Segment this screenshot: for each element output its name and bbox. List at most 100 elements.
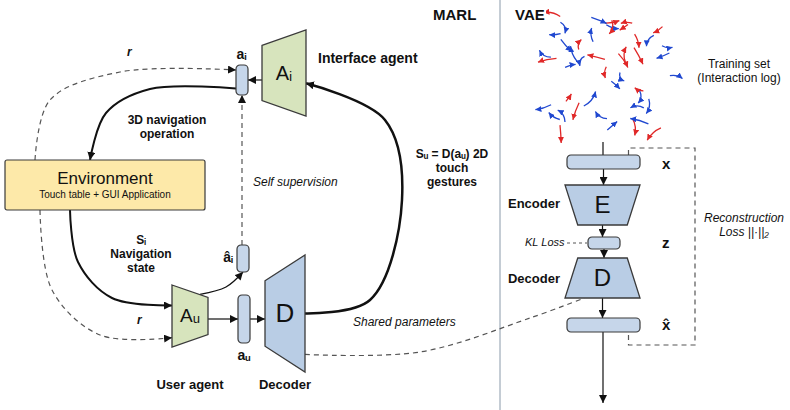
trace-stroke bbox=[549, 113, 560, 120]
node-content: D bbox=[265, 255, 305, 372]
node-symbol: Environment bbox=[57, 169, 152, 189]
action-vector: aᵤ bbox=[238, 295, 250, 343]
node-label: Touch table + GUI Application bbox=[39, 189, 170, 201]
node-symbol: aᵢ bbox=[237, 46, 247, 62]
trace-stroke bbox=[591, 28, 593, 42]
trace-stroke bbox=[657, 53, 670, 58]
arrow-connector bbox=[200, 272, 243, 294]
trace-stroke bbox=[573, 103, 579, 120]
agent-trapezoid: AᵢInterface agent bbox=[262, 30, 306, 116]
data-vector: x bbox=[567, 155, 640, 169]
node-label: Decoder bbox=[259, 378, 311, 393]
trace-stroke bbox=[538, 58, 557, 62]
edge-label: 3D navigation operation bbox=[120, 114, 214, 142]
trace-stroke bbox=[558, 110, 565, 122]
box-shape bbox=[567, 155, 640, 169]
section-title: MARL bbox=[432, 6, 477, 23]
node-symbol: Aᵢ bbox=[276, 62, 292, 85]
trace-stroke bbox=[605, 67, 607, 78]
node-symbol: x̂ bbox=[662, 316, 670, 333]
trace-stroke bbox=[630, 106, 643, 108]
trace-stroke bbox=[611, 81, 620, 89]
edge-label: Shared parameters bbox=[352, 316, 457, 330]
node-label: Decoder bbox=[508, 272, 560, 287]
node-content bbox=[588, 237, 620, 249]
trace-stroke bbox=[566, 94, 572, 102]
node-content: EnvironmentTouch table + GUI Application bbox=[5, 160, 205, 210]
trace-stroke bbox=[633, 118, 636, 135]
node-outline bbox=[567, 155, 640, 169]
trace-stroke bbox=[662, 46, 673, 48]
environment-box: EnvironmentTouch table + GUI Application bbox=[5, 160, 205, 210]
trace-stroke bbox=[595, 112, 607, 119]
trace-stroke bbox=[571, 46, 577, 61]
encoder-trapezoid: EEncoder bbox=[565, 185, 640, 225]
latent-vector: z bbox=[588, 237, 620, 249]
divider-line bbox=[500, 0, 501, 410]
trapezoid-shape bbox=[565, 185, 640, 225]
trace-stroke bbox=[620, 24, 628, 30]
node-content bbox=[238, 295, 250, 343]
node-content: Aᵢ bbox=[262, 30, 306, 116]
trace-stroke bbox=[561, 39, 572, 51]
node-content bbox=[237, 245, 249, 272]
trace-stroke bbox=[587, 55, 605, 60]
trace-stroke bbox=[578, 40, 581, 50]
node-content: Aᵤ bbox=[172, 285, 208, 347]
trace-stroke bbox=[584, 92, 596, 107]
trace-stroke bbox=[670, 75, 683, 78]
trace-stroke bbox=[634, 48, 643, 64]
interaction-traces bbox=[535, 12, 682, 143]
trace-stroke bbox=[647, 128, 661, 140]
node-content: D bbox=[565, 258, 640, 298]
trace-stroke bbox=[605, 21, 619, 24]
leader-line bbox=[567, 243, 587, 244]
arrow-connector bbox=[603, 249, 604, 258]
trace-stroke bbox=[591, 17, 606, 23]
arrow-connector bbox=[248, 79, 262, 80]
trace-stroke bbox=[621, 22, 632, 24]
arrow-connector bbox=[305, 83, 402, 313]
annotation: KL Loss bbox=[524, 236, 566, 249]
trapezoid-shape bbox=[565, 258, 640, 298]
data-vector: x̂ bbox=[567, 318, 640, 332]
trace-stroke bbox=[539, 50, 551, 57]
node-symbol: D bbox=[594, 264, 611, 292]
box-shape bbox=[588, 237, 620, 249]
dashed-connector bbox=[629, 148, 696, 345]
node-label: User agent bbox=[156, 378, 223, 393]
node-content bbox=[567, 318, 640, 332]
trapezoid-shape bbox=[262, 30, 306, 116]
box-shape bbox=[238, 295, 250, 343]
node-outline bbox=[588, 237, 620, 249]
edge-label: Self supervision bbox=[252, 176, 339, 190]
edge-label: r bbox=[126, 46, 133, 60]
arrow-connector bbox=[603, 169, 604, 185]
trace-stroke bbox=[620, 73, 625, 82]
trace-stroke bbox=[560, 125, 561, 143]
box-shape bbox=[237, 245, 249, 272]
trace-stroke bbox=[646, 35, 653, 46]
box-shape bbox=[567, 318, 640, 332]
trace-stroke bbox=[635, 88, 644, 91]
arrow-connector bbox=[208, 318, 238, 319]
action-vector: âᵢ bbox=[237, 245, 249, 272]
node-outline bbox=[237, 245, 249, 272]
trace-stroke bbox=[549, 34, 560, 35]
arrow-connector bbox=[602, 225, 603, 237]
edge-label: Reconstruction Loss ||·||₂ bbox=[698, 212, 790, 240]
node-outline bbox=[238, 295, 250, 343]
node-symbol: Aᵤ bbox=[180, 305, 200, 327]
node-label: Interface agent bbox=[318, 50, 418, 66]
box-shape bbox=[5, 160, 205, 210]
arrow-connector bbox=[250, 318, 265, 319]
trace-stroke bbox=[646, 99, 649, 114]
edge-label: Sᵢ Navigation state bbox=[106, 234, 176, 275]
trace-stroke bbox=[635, 34, 639, 48]
trace-stroke bbox=[560, 22, 565, 33]
trapezoid-shape bbox=[172, 285, 208, 347]
node-content bbox=[236, 65, 248, 95]
section-title: VAE bbox=[514, 6, 546, 23]
node-label: Encoder bbox=[508, 197, 560, 212]
node-symbol: D bbox=[276, 299, 295, 329]
